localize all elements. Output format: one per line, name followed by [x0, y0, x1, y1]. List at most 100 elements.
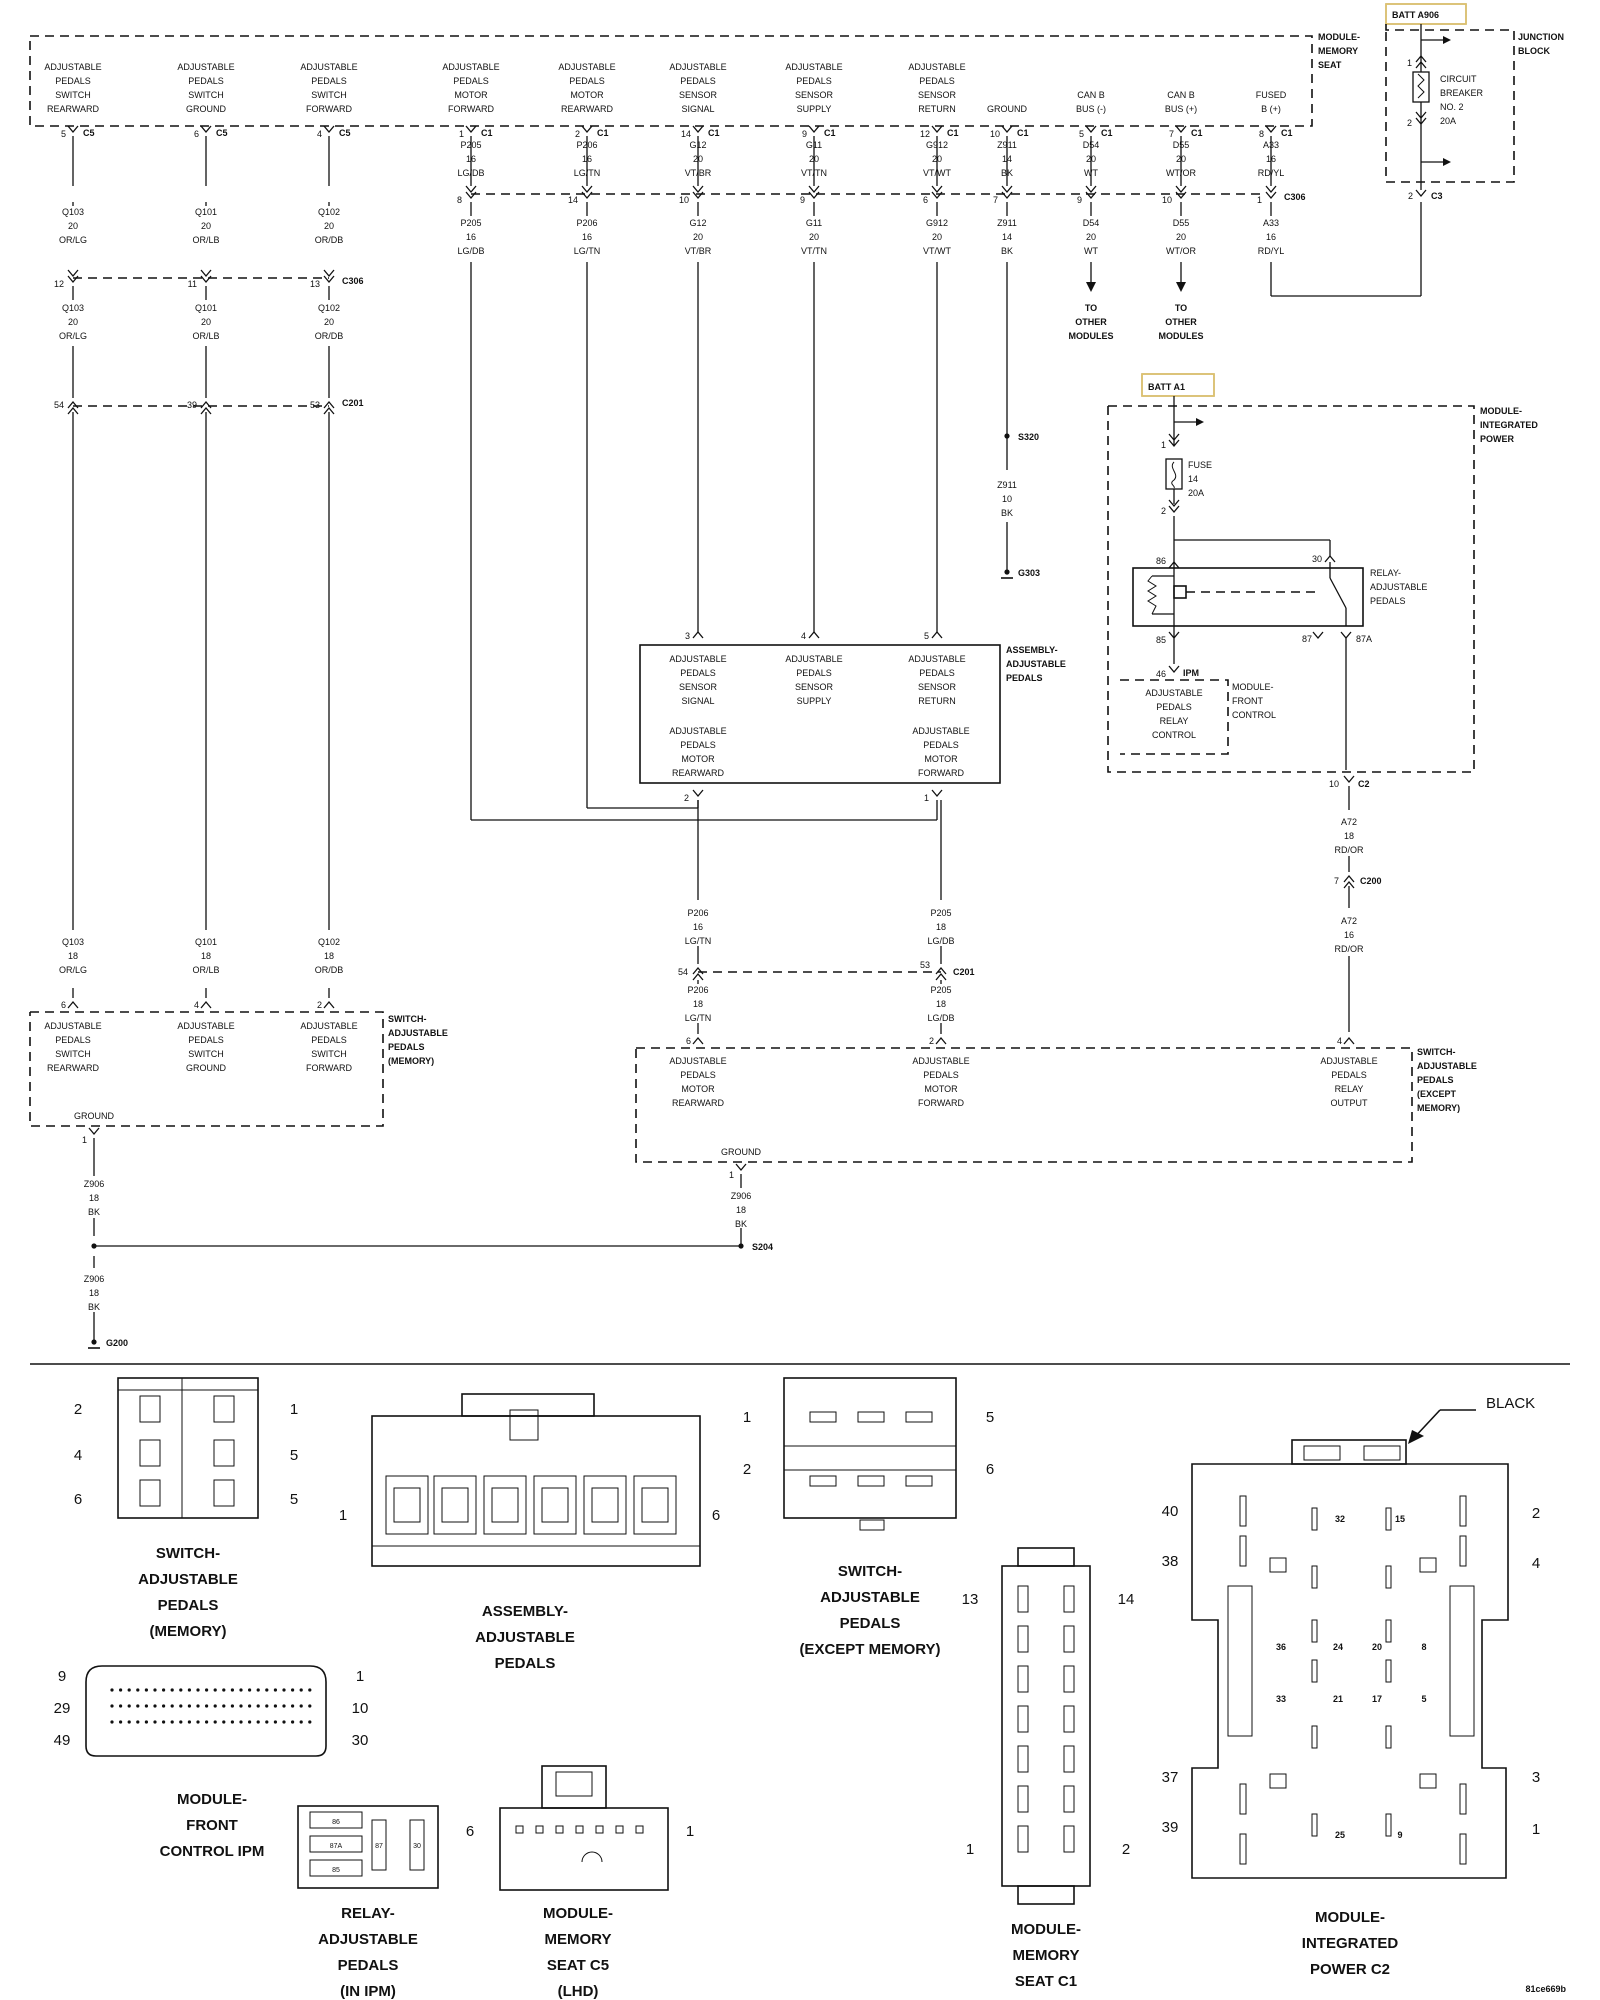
s320-label: S320 [1018, 432, 1039, 442]
ipm-c2-cavity [1385, 1619, 1392, 1643]
ipm-c2-pin-number: 3 [1532, 1769, 1540, 1786]
switch-memory-pin-label: ADJUSTABLE [300, 1021, 357, 1031]
wire-label-left-low: OR/LG [59, 965, 87, 975]
relay-title: ADJUSTABLE [1370, 582, 1427, 592]
switch-memory-box [29, 1011, 384, 1127]
c306-pin-number: 9 [1077, 195, 1082, 205]
wire-label-z906: 18 [89, 1288, 99, 1298]
wire-label-asm-low: P206 [687, 908, 708, 918]
relay-cavity [409, 1819, 425, 1871]
fcm-cavity [230, 1704, 234, 1708]
g200-dot [91, 1339, 97, 1345]
wire-label-a72: A72 [1341, 916, 1357, 926]
seat-pin-label: PEDALS [311, 76, 347, 86]
assembly-pin-label: ADJUSTABLE [912, 726, 969, 736]
seat-pin-label: PEDALS [188, 76, 224, 86]
wire-label-upper: OR/DB [315, 235, 344, 245]
switch-except-pin [692, 1036, 704, 1045]
seat-pin-number: 4 [317, 129, 322, 139]
fcm-cavity [265, 1720, 269, 1724]
assembly-pin-label: SENSOR [795, 682, 834, 692]
seat-c1-cavity [1063, 1705, 1075, 1733]
switch-except-latch [859, 1519, 885, 1531]
wire-label-asm-low: P205 [930, 908, 951, 918]
switch-except-connector-title: (EXCEPT MEMORY) [799, 1641, 940, 1658]
wire-label-upper: G912 [926, 140, 948, 150]
seat-pin-label: REARWARD [561, 104, 614, 114]
switch-except-cavity [905, 1411, 933, 1423]
seat-pin-label: CAN B [1167, 90, 1195, 100]
c201-left-pin-number: 54 [54, 400, 64, 410]
fcm-cavity [119, 1720, 123, 1724]
junction-block-title: JUNCTION [1518, 32, 1564, 42]
ipm-c2-connector-title: INTEGRATED [1302, 1935, 1399, 1952]
fcm-cavity [110, 1720, 114, 1724]
wire-label-asm-low: 16 [693, 922, 703, 932]
fcm-cavity [299, 1704, 303, 1708]
seat-pin-label: PEDALS [569, 76, 605, 86]
wire-label-mid: 14 [1002, 232, 1012, 242]
c201-right-pin-number: 54 [678, 967, 688, 977]
ipm-c2-pin-number: 4 [1532, 1555, 1540, 1572]
switch-memory-cavity [213, 1439, 235, 1467]
wire-label-upper: Q102 [318, 207, 340, 217]
seat-pin-connector [200, 125, 212, 134]
fcm-connector-title: MODULE- [177, 1791, 247, 1808]
wire-label-mid: 16 [466, 232, 476, 242]
seat-pin-label: PEDALS [919, 76, 955, 86]
seat-pin-label: SWITCH [55, 90, 91, 100]
fcm-cavity [239, 1720, 243, 1724]
seat-c1-cavity [1017, 1745, 1029, 1773]
switch-memory-title: SWITCH- [388, 1014, 427, 1024]
relay-connector-title: PEDALS [338, 1957, 399, 1974]
ipm-c2-pin-number: 10 [1329, 779, 1339, 789]
c306-left-pin-number: 13 [310, 279, 320, 289]
c306-pin [1175, 185, 1187, 194]
fcm-cavity [282, 1704, 286, 1708]
wire-label-left-mid: OR/DB [315, 331, 344, 341]
c201-left-pin [323, 400, 335, 409]
fuse [1171, 461, 1177, 489]
seat-c1-connector-title: SEAT C1 [1015, 1973, 1077, 1990]
assembly-pin-label: MOTOR [681, 754, 715, 764]
fuse [1165, 458, 1183, 490]
wire-label-upper: LG/DB [457, 168, 484, 178]
ipm-c2-cavity [1419, 1557, 1437, 1573]
ipm-c2-pin-number: 36 [1276, 1642, 1286, 1652]
wire-label-upper: G12 [689, 140, 706, 150]
ipm-c2-latch [1363, 1445, 1401, 1461]
seat-pin-number: 5 [61, 129, 66, 139]
assembly-pin-label: ADJUSTABLE [669, 726, 726, 736]
fcm-cavity [196, 1688, 200, 1692]
ipm-title: MODULE- [1480, 406, 1522, 416]
switch-memory-title: (MEMORY) [388, 1056, 434, 1066]
fcm-cavity [136, 1688, 140, 1692]
fcm-cavity [213, 1688, 217, 1692]
wire-label-mid: VT/TN [801, 246, 827, 256]
assembly-connector-title: ADJUSTABLE [475, 1629, 575, 1646]
seat-c1-pin-number: 13 [962, 1591, 979, 1608]
fcm-cavity [291, 1688, 295, 1692]
fcm-cavity [110, 1704, 114, 1708]
assembly-title: ASSEMBLY- [1006, 645, 1058, 655]
wire-label-asm-low2: 18 [936, 999, 946, 1009]
ipm-c2-cavity [1311, 1565, 1318, 1589]
switch-memory-pin-number: 5 [290, 1491, 298, 1508]
seat-pin-label: GROUND [987, 104, 1027, 114]
switch-except-ground-pin [735, 1163, 747, 1172]
switch-memory-pin-number: 4 [194, 1000, 199, 1010]
ipm-c2-pin-number: 21 [1333, 1694, 1343, 1704]
fcm-cavity [205, 1688, 209, 1692]
breaker-pin-number: 2 [1407, 118, 1412, 128]
wire-label-left-mid: OR/LB [192, 331, 219, 341]
switch-memory-connector [117, 1377, 259, 1519]
fcm-cavity [273, 1704, 277, 1708]
memory-seat-module-box [29, 35, 1313, 127]
fcm-pin-number: 46 [1156, 669, 1166, 679]
wire-label-mid: 20 [1176, 232, 1186, 242]
wire-label-asm-low: LG/TN [685, 936, 712, 946]
switch-memory-cavity [213, 1479, 235, 1507]
fuse-pin [1168, 505, 1180, 514]
fcm-title: MODULE- [1232, 682, 1274, 692]
seat-c1-cavity [1063, 1785, 1075, 1813]
